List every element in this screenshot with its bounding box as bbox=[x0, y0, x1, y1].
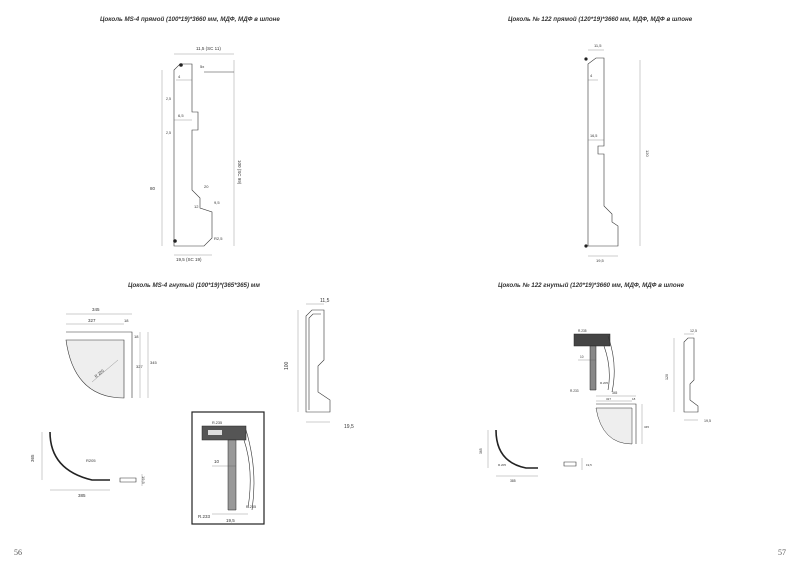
p122-arc-w19-5: 19,5 bbox=[586, 463, 592, 467]
bent-arc-w385: 385 bbox=[78, 493, 86, 498]
bent-detail-w10: 10 bbox=[214, 459, 220, 464]
ms4-dim-slope1: 20 bbox=[204, 184, 209, 189]
ms4-bent-arc: 365 R205 385 19,5 bbox=[30, 431, 146, 498]
p122-profile-outline bbox=[587, 57, 619, 247]
p122-detail-w10: 10 bbox=[580, 355, 584, 359]
ms4-dim-6-5: 6,5 bbox=[178, 113, 184, 118]
bent-profile-top: 11,5 bbox=[320, 298, 330, 304]
right-page-number: 57 bbox=[778, 548, 786, 557]
ms4-dim-9-5: 9,5 bbox=[214, 200, 220, 205]
ms4-dim-2-5b: 2,5 bbox=[166, 131, 171, 135]
p122-dim-bottom: 19,5 bbox=[596, 258, 605, 263]
p122-plan-w327: 327 bbox=[606, 397, 611, 401]
bent-arc-h365: 365 bbox=[30, 454, 35, 462]
p122-bent-profile-height: 120 bbox=[665, 374, 669, 380]
bent-plan-h18: 18 bbox=[134, 334, 139, 339]
bent-arc-r205: R205 bbox=[86, 458, 96, 463]
p122-detail-r235: R.235 bbox=[578, 329, 587, 333]
p122-bent-detail: R.235 10 R.205 R.233 bbox=[570, 329, 615, 393]
p122-bent-profile-bottom: 19,5 bbox=[704, 419, 711, 423]
bent-plan-w345: 345 bbox=[92, 307, 100, 312]
bent-detail-r235: R.235 bbox=[212, 421, 222, 425]
ms4-bent-detail: R.235 10 R.205 R.233 19,5 bbox=[191, 411, 265, 525]
bent-detail-r205: R.205 bbox=[246, 505, 256, 509]
ms4-dim-step: 4 bbox=[178, 74, 181, 79]
bent-plan-radius: R 220 bbox=[93, 368, 105, 379]
right-page: Цоколь № 122 прямой (120*19)*3660 мм, МД… bbox=[400, 0, 800, 565]
left-title-bottom: Цоколь MS-4 гнутый (100*19)*(365*365) мм bbox=[128, 282, 260, 289]
ms4-dim-top-width: 11,5 (SC 11) bbox=[196, 46, 221, 51]
p122-straight-drawing: 11,5 4 16,5 120 19,5 bbox=[584, 43, 650, 263]
ms4-dim-slope2: 12 bbox=[194, 204, 199, 209]
p122-arc-w385: 385 bbox=[510, 479, 516, 483]
bent-detail-w19-5: 19,5 bbox=[226, 518, 235, 523]
left-title-top: Цоколь MS-4 прямой (100*19)*3660 мм, МДФ… bbox=[100, 16, 280, 23]
ms4-bent-plan: 345 327 18 18 327 345 R 220 bbox=[65, 307, 157, 399]
bent-plan-w327: 327 bbox=[88, 318, 96, 323]
right-title-top: Цоколь № 122 прямой (120*19)*3660 мм, МД… bbox=[508, 16, 693, 23]
left-page-number: 56 bbox=[14, 548, 22, 557]
ms4-dim-bottom-width: 19,5 (SC 19) bbox=[176, 257, 202, 262]
p122-detail-r205: R.205 bbox=[600, 381, 608, 385]
p122-plan-w345: 345 bbox=[612, 391, 618, 395]
p122-arc-h365: 365 bbox=[479, 448, 483, 454]
p122-arc-r205: R.205 bbox=[498, 463, 506, 467]
p122-bent-profile-top: 12,5 bbox=[690, 329, 697, 333]
ms4-dim-80: 80 bbox=[150, 186, 156, 191]
ms4-dim-r2-5: R2,5 bbox=[214, 236, 223, 241]
p122-bent-plan: 345 327 18 345 bbox=[595, 391, 649, 445]
p122-bent-profile: 12,5 120 19,5 bbox=[665, 329, 711, 423]
right-title-bottom: Цоколь № 122 гнутый (120*19)*3660 мм, МД… bbox=[498, 282, 684, 289]
bent-arc-w19-5: 19,5 bbox=[141, 476, 146, 485]
ms4-bent-profile: 11,5 100 19,5 bbox=[284, 298, 354, 430]
bent-plan-h327: 327 bbox=[136, 364, 143, 369]
bent-profile-bottom: 19,5 bbox=[344, 424, 354, 430]
bent-detail-r233: R.233 bbox=[198, 514, 211, 519]
p122-plan-w18: 18 bbox=[632, 397, 636, 401]
p122-dim-step: 4 bbox=[590, 73, 593, 78]
p122-detail-r233: R.233 bbox=[570, 389, 579, 393]
ms4-straight-drawing: 11,5 (SC 11) 5x 4 6,5 2,5 2,5 100 (SC 99… bbox=[150, 46, 242, 262]
ms4-dim-chamfer: 5x bbox=[200, 64, 204, 69]
left-page: Цоколь MS-4 прямой (100*19)*3660 мм, МДФ… bbox=[14, 16, 354, 557]
p122-dim-16-5: 16,5 bbox=[590, 134, 597, 138]
ms4-dim-2-5: 2,5 bbox=[166, 97, 171, 101]
bent-profile-height: 100 bbox=[284, 361, 290, 370]
p122-dim-height: 120 bbox=[645, 150, 650, 157]
p122-plan-h345: 345 bbox=[644, 425, 649, 429]
ms4-profile-outline bbox=[173, 63, 213, 247]
p122-bent-arc: 365 R.205 385 19,5 bbox=[479, 429, 592, 483]
ms4-dim-height: 100 (SC 99) bbox=[237, 160, 242, 185]
p122-dim-top: 11,5 bbox=[594, 43, 602, 48]
bent-plan-w18: 18 bbox=[124, 318, 129, 323]
bent-plan-h345: 345 bbox=[150, 360, 157, 365]
